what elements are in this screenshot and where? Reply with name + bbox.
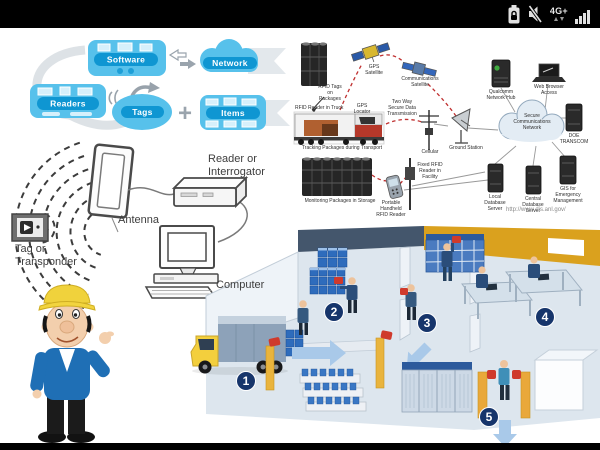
flow-arrow-down-left <box>406 342 432 368</box>
gps-satellite-label: GPS Satellite <box>365 64 383 76</box>
comm-satellite-label: Communications Satellite <box>401 76 439 88</box>
fixed-reader-icon <box>405 158 415 210</box>
monitoring-label: Monitoring Packages in Storage <box>304 198 376 204</box>
battery-saver-icon <box>508 5 520 24</box>
handheld-reader-icon <box>385 174 404 199</box>
rfid-tag <box>11 213 49 242</box>
network-indicator: 4G+ <box>550 7 568 21</box>
workers <box>297 236 540 400</box>
secure-cloud-label: Secure Communications Network <box>513 113 551 131</box>
cycle-plus-sign: + <box>178 100 192 127</box>
local-db-label: Local Database Server <box>484 194 506 212</box>
computer-label: Computer <box>216 279 265 291</box>
gis-server-icon <box>559 155 577 185</box>
computer <box>144 225 219 299</box>
mute-icon <box>527 5 543 23</box>
cycle-items-label: Items <box>221 108 245 118</box>
step-badge-4: 4 <box>535 307 555 327</box>
cycle-tags-label: Tags <box>132 107 152 117</box>
transport-truck <box>293 111 385 145</box>
doe-transcom-label: DOE TRANSCOM <box>559 133 589 145</box>
worker <box>334 277 358 313</box>
status-icons: 4G+ <box>507 0 592 28</box>
flow-arrow-down <box>493 420 517 447</box>
qualcomm-hub-icon <box>491 59 511 88</box>
step-badge-5: 5 <box>479 407 499 427</box>
presenter-character <box>30 284 114 443</box>
ground-station-label: Ground Station <box>449 145 483 151</box>
reader-label: Reader or Interrogator <box>208 153 265 178</box>
cycle-network-label: Network <box>212 58 248 68</box>
antenna <box>87 143 135 219</box>
reader-device <box>171 175 249 209</box>
warehouse-back-wall <box>298 226 424 252</box>
box-stacks <box>309 247 348 295</box>
gps-satellite-icon <box>351 42 391 63</box>
worker <box>400 284 417 320</box>
lockers-bottom <box>401 362 473 413</box>
ground-station-icon <box>451 108 471 144</box>
step-badge-1: 1 <box>236 371 256 391</box>
packages-stack-large <box>302 157 372 196</box>
central-db-icon <box>525 165 542 195</box>
network-links <box>403 83 570 191</box>
secure-cloud-icon <box>498 99 565 142</box>
transcom-server-icon <box>565 103 583 132</box>
cycle-software-label: Software <box>107 55 145 65</box>
cellular-tower-icon <box>419 110 439 150</box>
network-type-label: 4G+ <box>549 6 568 16</box>
rfid-components-diagram <box>11 141 249 323</box>
tags-on-packages-label: RFID Tags on Packages <box>318 84 342 102</box>
qualcomm-hub-label: Qualcomm Network Hub <box>486 89 516 101</box>
central-db-label: Central Database Server <box>522 196 544 214</box>
pallet-rows <box>299 368 367 412</box>
worker <box>297 300 309 335</box>
worker <box>498 360 510 400</box>
secure-network-diagram <box>293 42 583 210</box>
antenna-label: Antenna <box>118 214 159 226</box>
fixed-reader-label: Fixed RFID Reader in Facility <box>417 162 443 180</box>
comm-satellite-icon <box>401 61 437 77</box>
local-db-icon <box>487 163 504 193</box>
signal-bars-icon <box>575 10 590 24</box>
web-browser-label: Web Browser Access <box>534 84 564 96</box>
packages-stack-small <box>301 42 327 86</box>
gps-locator-label: GPS Locator <box>353 103 371 115</box>
tag-label: Tag or Transponder <box>15 243 77 268</box>
portable-reader-label: Portable Handheld RFID Reader <box>376 200 406 218</box>
gis-label: GIS for Emergency Management <box>553 186 583 204</box>
updown-arrows-icon <box>553 17 564 21</box>
cellular-label: Cellular <box>421 149 439 155</box>
warehouse-illustration <box>190 226 600 447</box>
web-browser-laptop-icon <box>532 63 566 82</box>
source-url: http://www.dis.anl.gov/ <box>506 207 566 213</box>
rfid-cycle-diagram: Software Network Readers Tags <box>30 39 290 130</box>
exit-room <box>533 349 599 411</box>
worker <box>528 256 540 278</box>
worker <box>476 266 488 288</box>
rfid-portals <box>265 330 393 391</box>
exit-gate <box>477 370 531 419</box>
status-bar: 4G+ <box>0 0 600 28</box>
two-way-label: Two Way Secure Data Transmission <box>387 99 417 117</box>
work-tables <box>461 269 584 319</box>
bottom-bar <box>0 443 600 450</box>
reader-in-truck-label: RFID Reader in Truck <box>295 105 344 111</box>
flow-arrow-right <box>292 340 346 366</box>
cycle-readers-label: Readers <box>50 99 86 109</box>
worker <box>441 236 461 281</box>
tracking-label: Tracking Packages during Transport <box>301 145 383 151</box>
step-badge-3: 3 <box>417 313 437 333</box>
step-badge-2: 2 <box>324 302 344 322</box>
